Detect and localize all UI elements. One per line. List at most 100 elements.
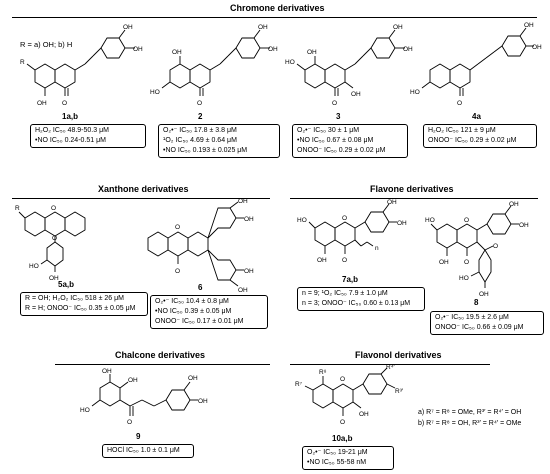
atom-oh: OH (238, 287, 248, 294)
atom-r4p: R⁴′ (386, 364, 395, 371)
atom-o: O (340, 419, 345, 426)
structure-2: O OH HO OH OH (150, 24, 278, 107)
structure-3: O OH HO OH OH OH (285, 24, 413, 107)
compound-label-6: 6 (198, 283, 203, 292)
atom-r: R (15, 205, 20, 212)
activity-box-3: O₂•⁻ IC₅₀ 30 ± 1 μM •NO IC₅₀ 0.67 ± 0.08… (292, 124, 408, 158)
r-definition: R = a) OH; b) H (20, 40, 73, 49)
atom-ho: HO (425, 217, 435, 224)
atom-o: O (342, 215, 347, 222)
compound-label-8: 8 (474, 298, 479, 307)
atom-r3p: R³′ (395, 388, 404, 395)
compound-label-2: 2 (198, 112, 203, 121)
atom-oh: OH (244, 268, 254, 275)
atom-o: O (197, 100, 202, 107)
atom-oh: OH (393, 24, 403, 31)
atom-oh: OH (172, 49, 182, 56)
atom-ho: HO (150, 89, 160, 96)
atom-r: R (20, 59, 25, 66)
structure-6: O O OH OH OH OH (147, 198, 254, 294)
activity-line: HOCl IC₅₀ 1.0 ± 0.1 μM (107, 447, 180, 454)
atom-oh: OH (307, 49, 317, 56)
activity-line: ONOO⁻ IC₅₀ 0.17 ± 0.01 μM (155, 318, 244, 325)
section-title-xanthone: Xanthone derivatives (98, 184, 189, 194)
compound-label-7: 7a,b (342, 275, 359, 284)
activity-line: H₂O₂ IC₅₀ 48.9-50.3 μM (35, 127, 109, 134)
activity-line: R = H; ONOO⁻ IC₅₀ 0.35 ± 0.05 μM (25, 305, 136, 312)
section-title-chromone: Chromone derivatives (230, 3, 325, 13)
atom-o: O (342, 257, 347, 264)
atom-oh: OH (244, 216, 254, 223)
activity-line: R = OH; H₂O₂ IC₅₀ 518 ± 26 μM (25, 295, 124, 302)
atom-ho: HO (297, 217, 307, 224)
atom-oh: OH (397, 220, 407, 227)
section-title-flavonol: Flavonol derivatives (355, 350, 442, 360)
atom-o: O (464, 259, 469, 266)
activity-box-6: O₂•⁻ IC₅₀ 10.4 ± 0.8 μM •NO IC₅₀ 0.39 ± … (150, 295, 268, 329)
atom-ho: HO (459, 275, 469, 282)
atom-oh: OH (351, 91, 361, 98)
atom-oh: OH (403, 46, 413, 53)
activity-line: •NO IC₅₀ 55-58 nM (307, 459, 367, 466)
atom-oh: OH (128, 377, 138, 384)
activity-line: •NO IC₅₀ 0.39 ± 0.05 μM (155, 308, 232, 315)
atom-oh: OH (439, 259, 449, 266)
compound-label-5: 5a,b (58, 280, 75, 289)
compound-label-9: 9 (136, 432, 141, 441)
atom-o: O (332, 100, 337, 107)
atom-o: O (62, 100, 67, 107)
atom-oh: OH (49, 275, 59, 282)
activity-line: O₂•⁻ IC₅₀ 30 ± 1 μM (297, 127, 360, 134)
divider-flavonol (290, 364, 490, 365)
atom-ho: HO (410, 89, 420, 96)
atom-o: O (175, 224, 180, 231)
activity-box-5: R = OH; H₂O₂ IC₅₀ 518 ± 26 μM R = H; ONO… (20, 292, 148, 316)
activity-line: ONOO⁻ IC₅₀ 0.66 ± 0.09 μM (435, 324, 524, 331)
atom-oh: OH (317, 257, 327, 264)
activity-line: ONOO⁻ IC₅₀ 0.29 ± 0.02 μM (428, 137, 517, 144)
atom-o: O (175, 268, 180, 275)
activity-box-2: O₂•⁻ IC₅₀ 17.8 ± 3.8 μM ¹O₂ IC₅₀ 4.69 ± … (158, 124, 280, 158)
atom-oh: OH (359, 411, 369, 418)
compound-label-4: 4a (472, 112, 481, 121)
structure-7: O O HO OH n OH OH (297, 199, 407, 264)
activity-line: n = 3; ONOO⁻ IC₅₀ 0.60 ± 0.13 μM (302, 300, 411, 307)
activity-box-7: n = 9; ¹O₂ IC₅₀ 7.9 ± 1.0 μM n = 3; ONOO… (297, 287, 425, 311)
section-title-flavone: Flavone derivatives (370, 184, 454, 194)
atom-o: O (457, 100, 462, 107)
atom-oh: OH (102, 368, 112, 375)
activity-box-10: O₂•⁻ IC₅₀ 19-21 μM •NO IC₅₀ 55-58 nM (302, 446, 394, 470)
activity-line: O₂•⁻ IC₅₀ 17.8 ± 3.8 μM (163, 127, 237, 134)
atom-oh: OH (188, 375, 198, 382)
atom-oh: OH (133, 46, 143, 53)
divider-chalcone (55, 364, 270, 365)
structure-5: O R O OH HO (15, 205, 86, 282)
activity-line: O₂•⁻ IC₅₀ 10.4 ± 0.8 μM (155, 298, 229, 305)
activity-line: n = 9; ¹O₂ IC₅₀ 7.9 ± 1.0 μM (302, 290, 388, 297)
atom-ho: HO (285, 59, 295, 66)
activity-line: O₂•⁻ IC₅₀ 19.5 ± 2.6 μM (435, 314, 509, 321)
atom-o: O (52, 235, 57, 242)
activity-box-1: H₂O₂ IC₅₀ 48.9-50.3 μM •NO IC₅₀ 0.24-0.5… (30, 124, 146, 148)
atom-oh: OH (519, 222, 529, 229)
divider-flavone (290, 198, 538, 199)
activity-box-4: H₂O₂ IC₅₀ 121 ± 9 μM ONOO⁻ IC₅₀ 0.29 ± 0… (423, 124, 537, 148)
atom-oh: OH (268, 46, 278, 53)
activity-line: •NO IC₅₀ 0.24-0.51 μM (35, 137, 106, 144)
substituent-note-a: a) R⁷ = R⁸ = OMe, R³′ = R⁴′ = OH (418, 409, 522, 416)
structure-9: O OH HO OH OH OH (80, 368, 208, 426)
activity-line: ONOO⁻ IC₅₀ 0.29 ± 0.02 μM (297, 147, 386, 154)
atom-ho: HO (29, 263, 39, 270)
atom-oh: OH (37, 100, 47, 107)
atom-r7: R⁷ (295, 381, 303, 388)
structure-10: O O OH R⁸ R⁷ R⁴′ R³′ (295, 364, 404, 426)
atom-o: O (51, 205, 56, 212)
compound-label-10: 10a,b (332, 434, 353, 443)
atom-oh: OH (198, 398, 208, 405)
structure-8: O O O HO OH OH OH OH HO (425, 201, 529, 298)
divider-xanthone (12, 198, 270, 199)
activity-box-8: O₂•⁻ IC₅₀ 19.5 ± 2.6 μM ONOO⁻ IC₅₀ 0.66 … (430, 311, 544, 335)
divider-chromone (12, 17, 537, 18)
activity-line: •NO IC₅₀ 0.193 ± 0.025 μM (163, 147, 248, 154)
atom-o: O (127, 419, 132, 426)
